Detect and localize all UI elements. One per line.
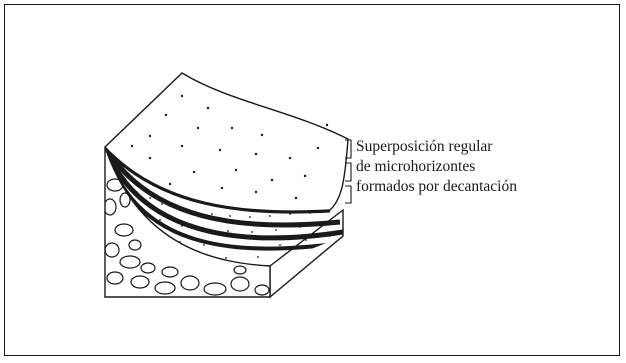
annotation-line-2: de microhorizontes <box>356 157 517 177</box>
annotation-label: Superposición regular de microhorizontes… <box>356 137 517 197</box>
annotation-line-3: formados por decantación <box>356 177 517 197</box>
annotation-line-1: Superposición regular <box>356 137 517 157</box>
top-surface <box>105 73 348 211</box>
